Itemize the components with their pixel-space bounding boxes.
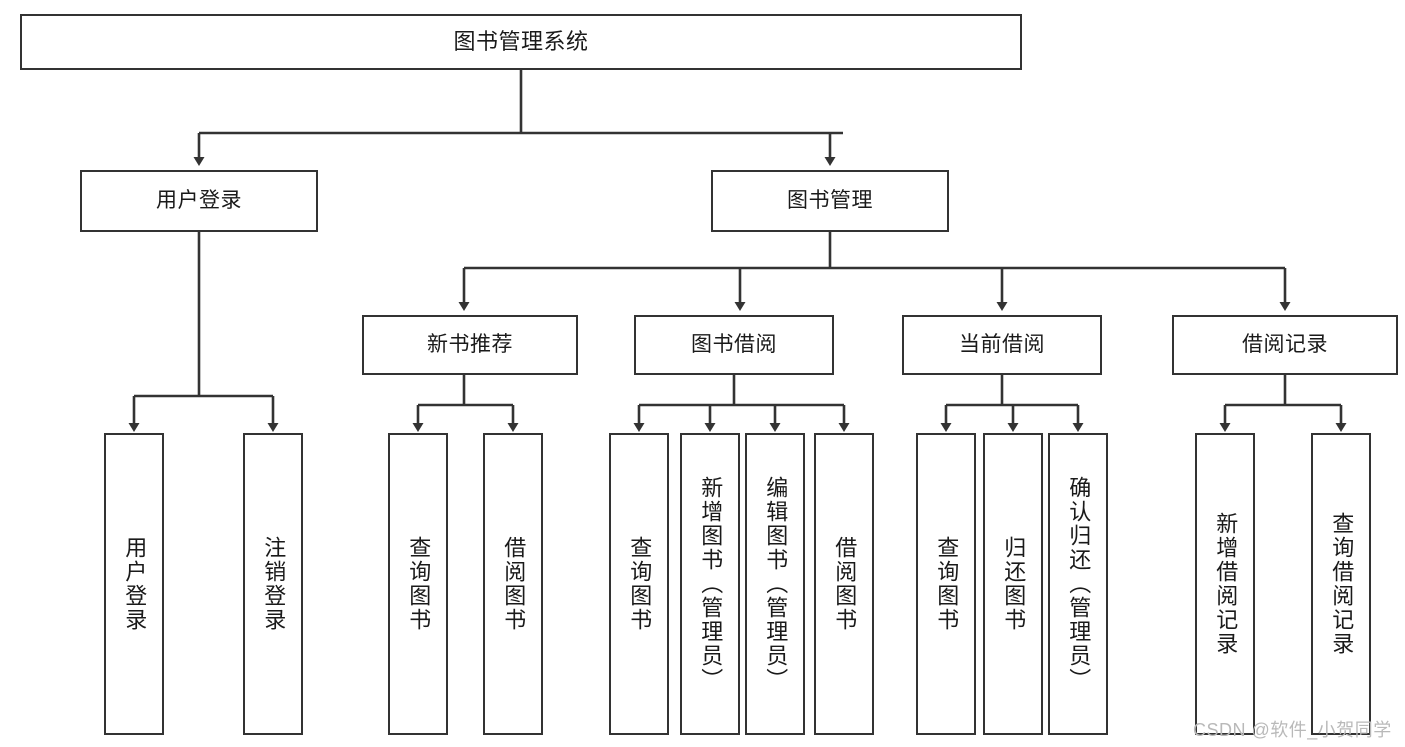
node-label: 查询图书	[934, 536, 960, 632]
node-leaf-query-book-3[interactable]: 查询图书	[916, 433, 976, 735]
node-label: 图书借阅	[691, 332, 777, 356]
node-label: 用户登录	[156, 188, 242, 212]
node-label: 新增图书（管理员）	[698, 476, 724, 692]
node-leaf-confirm-return[interactable]: 确认归还（管理员）	[1048, 433, 1108, 735]
node-leaf-query-record[interactable]: 查询借阅记录	[1311, 433, 1371, 735]
node-leaf-user-logout[interactable]: 注销登录	[243, 433, 303, 735]
node-book-borrow[interactable]: 图书借阅	[634, 315, 834, 375]
node-leaf-edit-book[interactable]: 编辑图书（管理员）	[745, 433, 805, 735]
node-user-login[interactable]: 用户登录	[80, 170, 318, 232]
node-root-system[interactable]: 图书管理系统	[20, 14, 1022, 70]
node-current-borrow[interactable]: 当前借阅	[902, 315, 1102, 375]
node-leaf-user-login[interactable]: 用户登录	[104, 433, 164, 735]
node-label: 新增借阅记录	[1213, 512, 1239, 656]
node-leaf-query-book-2[interactable]: 查询图书	[609, 433, 669, 735]
node-leaf-borrow-book-2[interactable]: 借阅图书	[814, 433, 874, 735]
node-label: 图书管理系统	[453, 29, 589, 55]
node-label: 新书推荐	[427, 332, 513, 356]
node-book-manage[interactable]: 图书管理	[711, 170, 949, 232]
node-label: 查询图书	[627, 536, 653, 632]
node-label: 归还图书	[1001, 536, 1027, 632]
node-label: 注销登录	[261, 536, 287, 632]
node-label: 借阅图书	[832, 536, 858, 632]
node-leaf-add-book[interactable]: 新增图书（管理员）	[680, 433, 740, 735]
csdn-watermark: CSDN @软件_小贺同学	[1193, 720, 1392, 740]
node-new-book-recommend[interactable]: 新书推荐	[362, 315, 578, 375]
node-label: 查询借阅记录	[1329, 512, 1355, 656]
node-label: 用户登录	[122, 536, 148, 632]
node-leaf-borrow-book-1[interactable]: 借阅图书	[483, 433, 543, 735]
node-label: 查询图书	[406, 536, 432, 632]
node-leaf-return-book[interactable]: 归还图书	[983, 433, 1043, 735]
node-label: 借阅记录	[1242, 332, 1328, 356]
node-leaf-query-book-1[interactable]: 查询图书	[388, 433, 448, 735]
node-label: 当前借阅	[959, 332, 1045, 356]
node-label: 确认归还（管理员）	[1066, 476, 1092, 692]
node-label: 编辑图书（管理员）	[763, 476, 789, 692]
node-label: 借阅图书	[501, 536, 527, 632]
node-label: 图书管理	[787, 188, 873, 212]
node-leaf-add-record[interactable]: 新增借阅记录	[1195, 433, 1255, 735]
node-borrow-record[interactable]: 借阅记录	[1172, 315, 1398, 375]
